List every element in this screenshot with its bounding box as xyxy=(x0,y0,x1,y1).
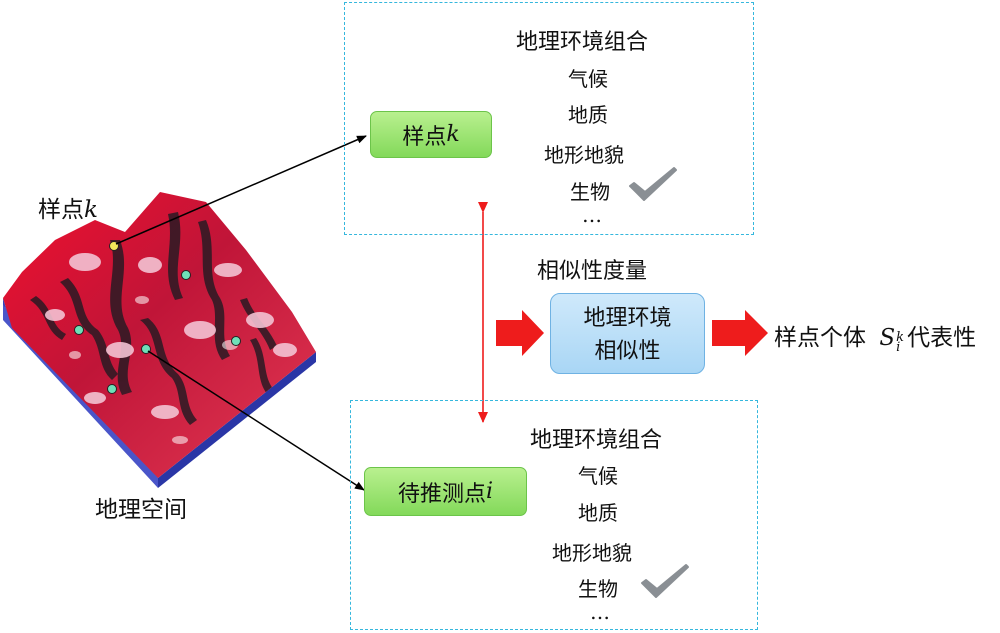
similarity-measure-label: 相似性度量 xyxy=(537,259,648,284)
arrow-target-to-box xyxy=(147,350,365,491)
geo-similarity-line1: 地理环境 xyxy=(583,306,672,331)
check-icon xyxy=(629,167,677,201)
bottom-panel xyxy=(350,400,758,630)
geo-similarity-box: 地理环境 相似性 xyxy=(550,293,705,374)
top-panel xyxy=(344,2,754,235)
terrain-map xyxy=(3,192,316,478)
geo-similarity-line2: 相似性 xyxy=(594,339,661,364)
terrain-side-right xyxy=(158,352,316,488)
sample-point xyxy=(107,384,117,394)
sample-point xyxy=(231,336,241,346)
sample-point xyxy=(74,325,84,335)
bottom-item-climate: 气候 xyxy=(578,464,618,488)
top-item-landform: 地形地貌 xyxy=(544,143,624,167)
top-item-ellipsis: … xyxy=(582,203,602,227)
top-item-climate: 气候 xyxy=(568,67,608,91)
top-panel-title: 地理环境组合 xyxy=(516,30,649,55)
bottom-item-landform: 地形地貌 xyxy=(552,541,632,565)
bottom-item-ellipsis: … xyxy=(590,600,610,624)
top-item-geology: 地质 xyxy=(568,103,608,127)
bottom-panel-title: 地理环境组合 xyxy=(530,428,663,453)
arrow-sample-to-box xyxy=(115,135,367,245)
sample-point xyxy=(181,270,191,280)
bottom-item-geology: 地质 xyxy=(578,501,618,525)
bottom-item-biology: 生物 xyxy=(578,577,618,601)
check-icon xyxy=(641,564,689,598)
top-item-biology: 生物 xyxy=(570,180,610,204)
input-arrow xyxy=(496,310,544,356)
sample-label: 样点k xyxy=(38,197,98,223)
output-arrow xyxy=(712,310,768,356)
geo-space-label: 地理空间 xyxy=(95,497,187,523)
